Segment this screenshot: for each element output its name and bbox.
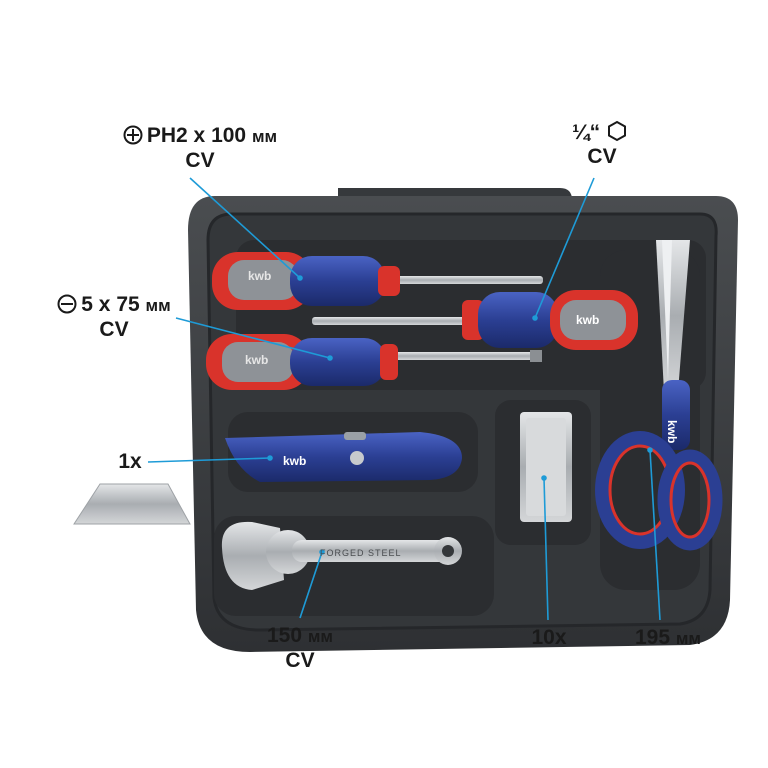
phillips-cross-icon	[123, 125, 143, 145]
slotted-material: CV	[99, 318, 129, 341]
phillips-label: PH2 x 100 мм CV	[110, 124, 290, 173]
slotted-size: 5 x 75	[81, 293, 140, 316]
phillips-size: PH2 x 100	[146, 124, 247, 147]
scissors-label: 195 мм	[618, 626, 718, 651]
phillips-unit: мм	[251, 127, 278, 146]
hex-material: CV	[587, 145, 617, 168]
wrench-size: 150	[266, 624, 303, 647]
phillips-screwdriver	[212, 252, 543, 310]
hex-size: ¼“	[572, 121, 601, 144]
hex-driver-logo: kwb	[576, 313, 599, 327]
hex-label: ¼“ CV	[562, 120, 642, 169]
wrench-unit: мм	[307, 627, 334, 646]
blades-count-label: 10x	[531, 626, 567, 649]
scissors-size: 195	[634, 626, 671, 649]
scissors	[595, 240, 723, 551]
kwb-logos: kwb kwb kwb kwb kwb	[245, 269, 679, 468]
scissors-unit: мм	[675, 629, 702, 648]
slotted-screwdriver	[206, 334, 542, 390]
phillips-material: CV	[185, 149, 215, 172]
slotted-logo: kwb	[245, 353, 268, 367]
wrench-material: CV	[285, 649, 315, 672]
wrench-label: 150 мм CV	[250, 624, 350, 673]
utility-knife	[225, 432, 462, 482]
slotted-minus-icon	[57, 294, 77, 314]
callout-lines	[147, 177, 661, 621]
phillips-logo: kwb	[248, 269, 271, 283]
hex-screwdriver	[312, 290, 638, 350]
knife-logo: kwb	[283, 454, 306, 468]
blade-stack	[520, 412, 572, 522]
knife-count-label: 1x	[118, 450, 142, 473]
spare-blade	[73, 483, 191, 525]
wrench-engraving: FORGED STEEL	[320, 548, 402, 558]
slotted-unit: мм	[145, 296, 171, 315]
hexagon-icon	[607, 120, 626, 142]
slotted-label: 5 x 75 мм CV	[44, 293, 184, 342]
adjustable-wrench	[221, 521, 462, 590]
scissors-logo: kwb	[665, 420, 679, 443]
